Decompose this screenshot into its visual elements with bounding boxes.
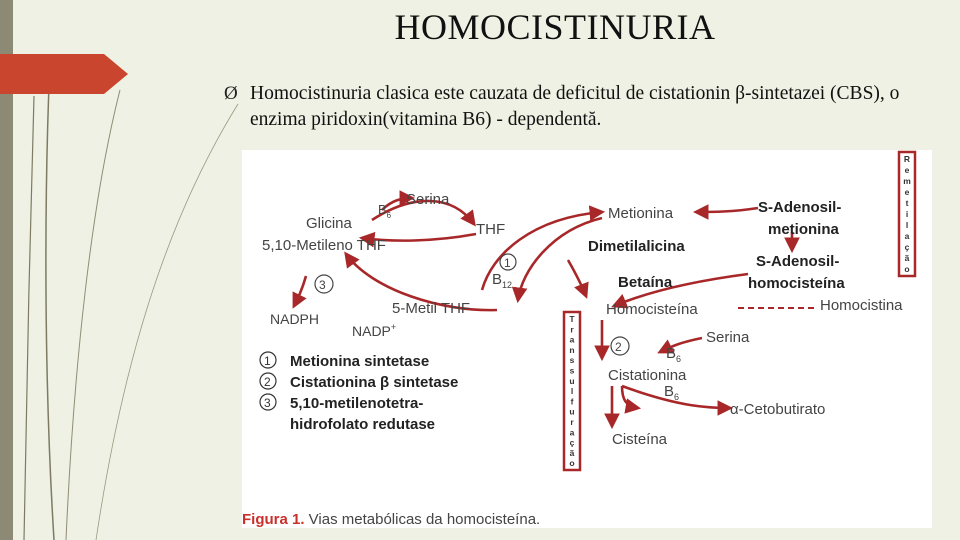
legend-mthfr-line2: hidrofolato redutase — [290, 416, 435, 433]
vertical-box-1-letter: e — [905, 187, 910, 197]
left-decorative-band — [0, 0, 13, 540]
vertical-box-1-letter: e — [905, 165, 910, 175]
metionina-label: Metionina — [608, 205, 674, 222]
bullet-item: Ø Homocistinuria clasica este cauzata de… — [224, 81, 940, 133]
title-accent-arrow — [0, 54, 128, 94]
b6-low-label: B6 — [664, 383, 679, 402]
sam-label-line1: S-Adenosil- — [758, 199, 841, 216]
serina-top-label: Serina — [406, 191, 450, 208]
dimetilalicina-label: Dimetilalicina — [588, 238, 685, 255]
legend-cistationina-sintetase: Cistationina β sintetase — [290, 374, 458, 391]
pathway-arrows — [292, 190, 800, 430]
vertical-box-2-letter: s — [570, 355, 575, 365]
vertical-box-1-letter: o — [904, 264, 909, 274]
vertical-box-1-letter: R — [904, 154, 910, 164]
vertical-box-2-letter: ã — [570, 448, 575, 458]
vertical-box-2-letter: ç — [570, 438, 575, 448]
legend-circle-3 — [259, 393, 277, 411]
homocistina-label: Homocistina — [820, 297, 903, 314]
legend-metionina-sintetase: Metionina sintetase — [290, 353, 429, 370]
figure-caption: Figura 1. Vias metabólicas da homocisteí… — [242, 511, 540, 528]
cisteina-label: Cisteína — [612, 431, 668, 448]
vertical-box-1-letter: ç — [905, 242, 910, 252]
vertical-box-2-letter: f — [571, 396, 574, 406]
remetilacao-box — [897, 150, 917, 278]
vertical-box-1-letter: l — [906, 220, 908, 230]
legend-num-1: 1 — [264, 354, 271, 368]
circle2-number: 2 — [615, 340, 622, 354]
circle-markers — [314, 253, 630, 356]
sah-label-line1: S-Adenosil- — [756, 253, 839, 270]
vertical-box-2-letter: l — [571, 386, 573, 396]
vertical-box-1-letter: a — [905, 231, 910, 241]
metileno-thf-label: 5,10-Metileno THF — [262, 237, 386, 254]
serina-right-label: Serina — [706, 329, 750, 346]
circle3-number: 3 — [319, 278, 326, 292]
b6-mid-label: B6 — [666, 345, 681, 364]
vertical-box-2-letter: r — [570, 324, 574, 334]
homocisteina-label: Homocisteína — [606, 301, 698, 318]
vertical-box-1-letter: i — [906, 209, 908, 219]
b12-label: B12 — [492, 271, 512, 290]
vertical-box-2-letter: u — [569, 407, 574, 417]
vertical-box-1-letter: ã — [905, 253, 910, 263]
sam-label-line2: metionina — [768, 221, 839, 238]
legend-num-3: 3 — [264, 396, 271, 410]
slide-title: HOMOCISTINURIA — [394, 7, 716, 47]
cistationina-label: Cistationina — [608, 367, 687, 384]
circle1-number: 1 — [504, 256, 511, 270]
vertical-box-1-letter: t — [906, 198, 909, 208]
b6-top-label: B6 — [378, 202, 392, 220]
nadph-label: NADPH — [270, 311, 319, 327]
vertical-box-2-letter: s — [570, 366, 575, 376]
vertical-box-2-letter: o — [569, 458, 574, 468]
legend-num-2: 2 — [264, 375, 271, 389]
betaina-label: Betaína — [618, 274, 673, 291]
vertical-box-2-letter: a — [570, 335, 575, 345]
bullet-arrow-icon: Ø — [224, 83, 238, 104]
cetobutirato-label: α-Cetobutirato — [730, 401, 825, 418]
glicina-label: Glicina — [306, 215, 353, 232]
vertical-box-2-letter: u — [569, 376, 574, 386]
sah-label-line2: homocisteína — [748, 275, 845, 292]
bullet-text: Homocistinuria clasica este cauzata de d… — [250, 83, 900, 130]
vertical-box-2-letter: a — [570, 427, 575, 437]
metil-thf-label: 5-Metil THF — [392, 300, 470, 317]
enzyme-legend: 1 2 3 Metionina sintetase Cistationina β… — [259, 351, 458, 433]
transsulfuracao-box — [562, 310, 582, 472]
vertical-box-2-letter: r — [570, 417, 574, 427]
vertical-box-2-letter: T — [569, 314, 575, 324]
legend-circle-1 — [259, 351, 277, 369]
legend-circle-2 — [259, 372, 277, 390]
vertical-box-2-letter: n — [569, 345, 574, 355]
nadp-label: NADP+ — [352, 322, 396, 339]
thf-label: THF — [476, 221, 505, 238]
vertical-box-1-letter: m — [903, 176, 911, 186]
legend-mthfr-line1: 5,10-metilenotetra- — [290, 395, 423, 412]
